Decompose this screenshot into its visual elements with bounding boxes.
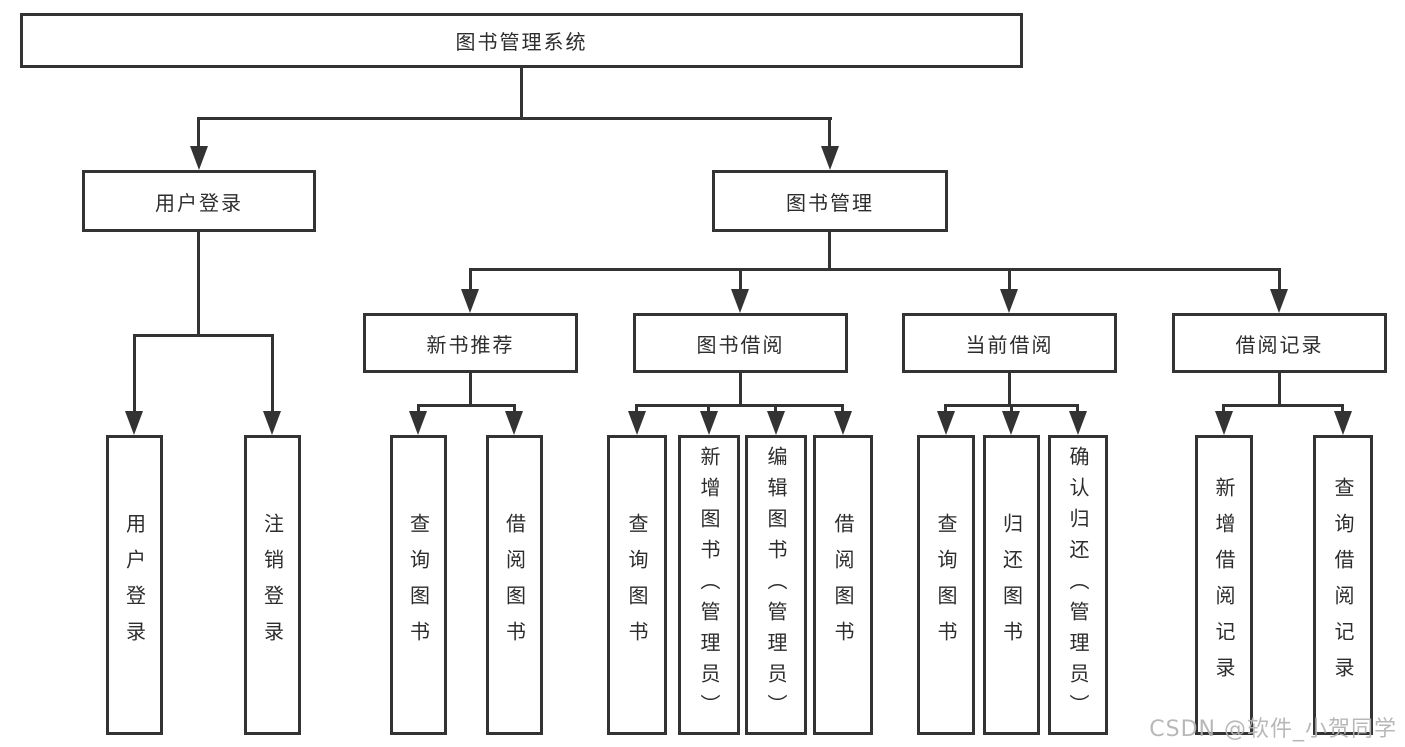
arrow-to-book-management	[821, 146, 839, 170]
arrow-to-nb-borrow	[505, 411, 523, 435]
arrow-to-br-add	[1215, 411, 1233, 435]
leaf-current-query-books: 查询图书	[917, 435, 975, 735]
connector-drop-leaf-login	[133, 334, 136, 414]
connector-root-stem	[520, 66, 523, 119]
leaf-current-query-books-label: 查询图书	[934, 513, 958, 657]
arrow-to-cb-confirm	[1069, 411, 1087, 435]
connector-drop-book-borrow	[739, 268, 742, 293]
connector-drop-bb-borrow	[841, 404, 844, 416]
csdn-watermark: CSDN @软件_小贺同学	[1149, 717, 1397, 742]
leaf-borrow-add-books-admin: 新增图书（管理员）	[678, 435, 740, 735]
node-current-borrow: 当前借阅	[902, 313, 1117, 373]
connector-drop-br-query	[1341, 404, 1344, 416]
arrow-to-bb-edit	[767, 411, 785, 435]
leaf-borrow-query-books: 查询图书	[607, 435, 667, 735]
connector-drop-cb-return	[1010, 404, 1013, 416]
arrow-to-nb-query	[409, 411, 427, 435]
leaf-newbook-query-books-label: 查询图书	[406, 513, 431, 657]
connector-new-book-rail	[417, 404, 516, 407]
connector-drop-bb-add	[707, 404, 710, 416]
connector-drop-book-management	[828, 117, 831, 149]
leaf-current-confirm-return-admin-label: 确认归还（管理员）	[1066, 445, 1090, 725]
node-book-management: 图书管理	[712, 170, 948, 232]
leaf-current-confirm-return-admin: 确认归还（管理员）	[1048, 435, 1108, 735]
arrow-to-cb-return	[1002, 411, 1020, 435]
node-current-borrow-label: 当前借阅	[965, 332, 1054, 357]
connector-book-borrow-stem	[739, 373, 742, 407]
connector-drop-current-borrow	[1008, 268, 1011, 293]
connector-drop-br-add	[1222, 404, 1225, 416]
connector-book-borrow-rail	[636, 404, 844, 407]
connector-current-borrow-stem	[1008, 373, 1011, 407]
connector-new-book-stem	[469, 373, 472, 407]
leaf-borrow-borrow-books-label: 借阅图书	[831, 513, 855, 657]
leaf-borrow-edit-books-admin-label: 编辑图书（管理员）	[764, 445, 788, 725]
leaf-current-return-books: 归还图书	[983, 435, 1040, 735]
leaf-records-add-record: 新增借阅记录	[1195, 435, 1253, 735]
leaf-borrow-query-books-label: 查询图书	[625, 513, 649, 657]
connector-user-login-stem	[197, 232, 200, 337]
connector-book-mgmt-rail	[469, 268, 1281, 271]
leaf-user-login-label: 用户登录	[122, 513, 147, 657]
node-borrow-records: 借阅记录	[1172, 313, 1387, 373]
connector-user-login-rail	[133, 334, 274, 337]
node-book-borrow-label: 图书借阅	[696, 332, 785, 357]
leaf-newbook-borrow-books-label: 借阅图书	[502, 513, 527, 657]
arrow-to-user-login	[190, 146, 208, 170]
node-book-borrow: 图书借阅	[633, 313, 848, 373]
node-book-management-label: 图书管理	[786, 190, 874, 215]
arrow-to-book-borrow	[731, 289, 749, 313]
connector-borrow-records-stem	[1278, 373, 1281, 407]
leaf-newbook-query-books: 查询图书	[390, 435, 447, 735]
arrow-to-bb-query	[628, 411, 646, 435]
connector-book-mgmt-stem	[828, 232, 831, 271]
node-root-library-system: 图书管理系统	[20, 13, 1023, 68]
node-new-book-recommend-label: 新书推荐	[426, 332, 515, 357]
leaf-current-return-books-label: 归还图书	[999, 513, 1024, 657]
leaf-logout: 注销登录	[244, 435, 301, 735]
arrow-to-leaf-logout	[263, 411, 281, 435]
connector-root-rail	[197, 117, 832, 120]
connector-drop-user-login	[197, 117, 200, 149]
arrow-to-br-query	[1334, 411, 1352, 435]
arrow-to-new-book	[461, 289, 479, 313]
node-borrow-records-label: 借阅记录	[1235, 332, 1324, 357]
connector-drop-new-book	[469, 268, 472, 293]
leaf-borrow-add-books-admin-label: 新增图书（管理员）	[697, 445, 721, 725]
leaf-borrow-edit-books-admin: 编辑图书（管理员）	[745, 435, 807, 735]
connector-borrow-records-rail	[1223, 404, 1344, 407]
leaf-borrow-borrow-books: 借阅图书	[813, 435, 873, 735]
arrow-to-current-borrow	[1000, 289, 1018, 313]
arrow-to-leaf-login	[125, 411, 143, 435]
node-user-login: 用户登录	[82, 170, 316, 232]
leaf-logout-label: 注销登录	[260, 513, 285, 657]
leaf-records-add-record-label: 新增借阅记录	[1212, 477, 1236, 693]
node-user-login-label: 用户登录	[155, 190, 243, 215]
connector-drop-nb-query	[417, 404, 420, 416]
connector-drop-nb-borrow	[513, 404, 516, 416]
leaf-records-query-record: 查询借阅记录	[1313, 435, 1373, 735]
arrow-to-borrow-records	[1270, 289, 1288, 313]
connector-drop-bb-edit	[774, 404, 777, 416]
node-new-book-recommend: 新书推荐	[363, 313, 578, 373]
connector-drop-cb-confirm	[1076, 404, 1079, 416]
arrow-to-bb-borrow	[834, 411, 852, 435]
connector-drop-bb-query	[635, 404, 638, 416]
node-root-label: 图书管理系统	[455, 30, 588, 54]
leaf-newbook-borrow-books: 借阅图书	[486, 435, 543, 735]
arrow-to-cb-query	[937, 411, 955, 435]
arrow-to-bb-add	[700, 411, 718, 435]
connector-drop-borrow-records	[1278, 268, 1281, 293]
leaf-records-query-record-label: 查询借阅记录	[1331, 477, 1355, 693]
connector-drop-leaf-logout	[271, 334, 274, 414]
connector-drop-cb-query	[944, 404, 947, 416]
leaf-user-login: 用户登录	[106, 435, 163, 735]
